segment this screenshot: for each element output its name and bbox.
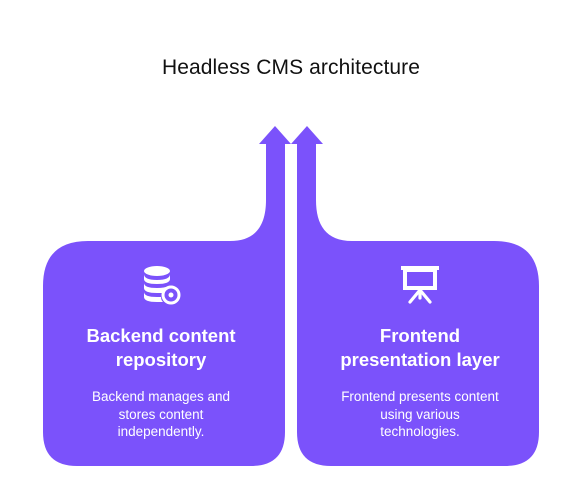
backend-desc-line-3: independently.	[117, 424, 205, 439]
frontend-desc-line-1: Frontend presents content	[341, 389, 499, 404]
page-title: Headless CMS architecture	[161, 56, 421, 79]
backend-card-description: Backend manages and stores content indep…	[50, 388, 272, 441]
frontend-card-heading: Frontend presentation layer	[309, 324, 531, 372]
frontend-desc-line-2: using various	[380, 406, 460, 422]
backend-desc-line-1: Backend manages and	[91, 389, 231, 404]
backend-card-heading: Backend content repository	[50, 324, 272, 372]
backend-card-shape	[43, 126, 291, 466]
backend-heading-line-1: Backend content	[86, 325, 236, 346]
frontend-card: Frontend presentation layer Frontend pre…	[309, 262, 531, 441]
backend-heading-line-2: repository	[115, 349, 207, 370]
frontend-desc-line-3: technologies.	[380, 424, 460, 439]
backend-desc-line-2: stores content	[118, 406, 204, 422]
presentation-board-icon	[401, 266, 439, 304]
backend-card: Backend content repository Backend manag…	[50, 262, 272, 441]
database-settings-icon	[144, 266, 181, 305]
frontend-heading-line-1: Frontend	[379, 325, 461, 346]
frontend-heading-line-2: presentation layer	[340, 349, 500, 370]
frontend-card-description: Frontend presents content using various …	[309, 388, 531, 441]
